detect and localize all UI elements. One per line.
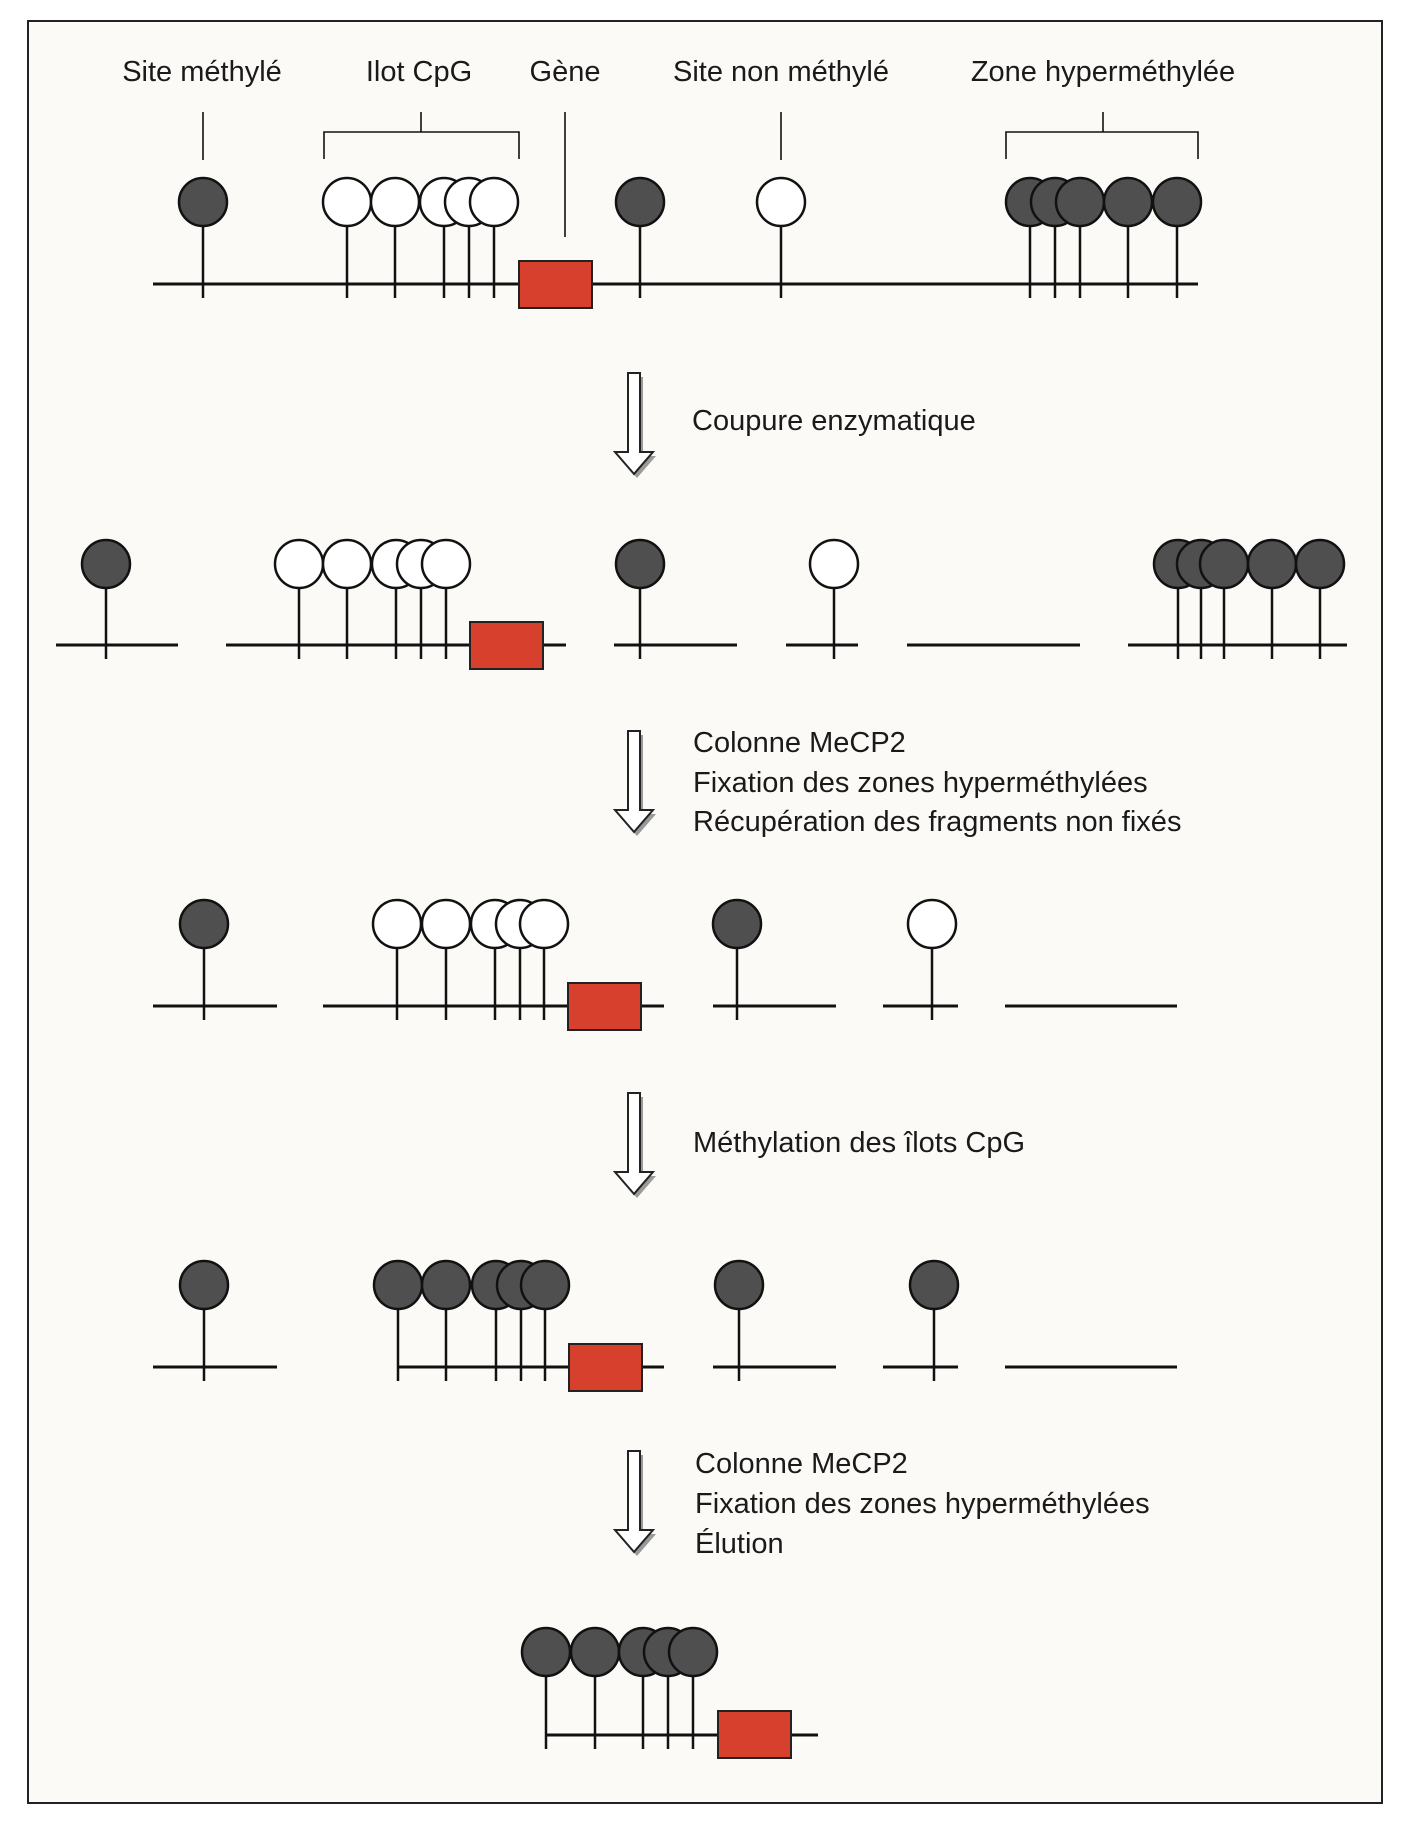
- step1-text: Coupure enzymatique: [692, 405, 976, 437]
- step3-text: Méthylation des îlots CpG: [693, 1127, 1025, 1159]
- methylated-site: [1246, 538, 1298, 590]
- gene-box: [717, 1710, 792, 1759]
- unmethylated-site: [321, 538, 373, 590]
- label-site-non-methyle: Site non méthylé: [673, 56, 889, 88]
- methylated-site: [569, 1626, 621, 1678]
- methylated-site: [1198, 538, 1250, 590]
- methylated-site: [372, 1259, 424, 1311]
- step4-line3: Élution: [695, 1527, 784, 1560]
- methylated-site: [1151, 176, 1203, 228]
- methylated-site: [519, 1259, 571, 1311]
- methylated-site: [420, 1259, 472, 1311]
- step2-line1: Colonne MeCP2: [693, 727, 906, 759]
- methylated-site: [178, 898, 230, 950]
- methylated-site: [1294, 538, 1346, 590]
- unmethylated-site: [755, 176, 807, 228]
- unmethylated-site: [468, 176, 520, 228]
- unmethylated-site: [518, 898, 570, 950]
- methylated-site: [1054, 176, 1106, 228]
- row-genome: [153, 176, 1203, 309]
- methylated-site: [614, 176, 666, 228]
- unmethylated-site: [420, 538, 472, 590]
- methylated-site: [614, 538, 666, 590]
- methylated-site: [178, 1259, 230, 1311]
- step-arrow-3: [612, 1092, 656, 1198]
- row-methylated-fragments: [153, 1259, 1177, 1392]
- step2-line3: Récupération des fragments non fixés: [693, 806, 1181, 838]
- unmethylated-site: [808, 538, 860, 590]
- gene-box: [518, 260, 593, 309]
- row-unbound-fragments: [153, 898, 1177, 1031]
- methylated-site: [908, 1259, 960, 1311]
- step-arrow-2: [612, 730, 656, 836]
- unmethylated-site: [369, 176, 421, 228]
- step-arrow-1: [612, 372, 656, 478]
- label-site-methyle: Site méthylé: [122, 56, 282, 88]
- label-zone-hypermethylee: Zone hyperméthylée: [971, 56, 1235, 88]
- methylated-site: [80, 538, 132, 590]
- unmethylated-site: [906, 898, 958, 950]
- methylated-site: [520, 1626, 572, 1678]
- methylated-site: [711, 898, 763, 950]
- methylated-site: [177, 176, 229, 228]
- step4-line1: Colonne MeCP2: [695, 1448, 908, 1480]
- methylated-site: [1102, 176, 1154, 228]
- step-arrow-4: [612, 1450, 656, 1556]
- unmethylated-site: [371, 898, 423, 950]
- unmethylated-site: [420, 898, 472, 950]
- label-leaders: [202, 112, 1199, 237]
- unmethylated-site: [321, 176, 373, 228]
- label-gene: Gène: [530, 56, 601, 88]
- figure-frame: [27, 20, 1383, 1804]
- step2-line2: Fixation des zones hyperméthylées: [693, 767, 1148, 799]
- label-ilot-cpg: Ilot CpG: [366, 56, 472, 88]
- row-fragments: [56, 538, 1347, 670]
- gene-box: [567, 982, 642, 1031]
- methylated-site: [667, 1626, 719, 1678]
- gene-box: [568, 1343, 643, 1392]
- gene-box: [469, 621, 544, 670]
- step4-line2: Fixation des zones hyperméthylées: [695, 1488, 1150, 1520]
- unmethylated-site: [273, 538, 325, 590]
- methylated-site: [713, 1259, 765, 1311]
- row-eluted-fragment: [520, 1626, 818, 1759]
